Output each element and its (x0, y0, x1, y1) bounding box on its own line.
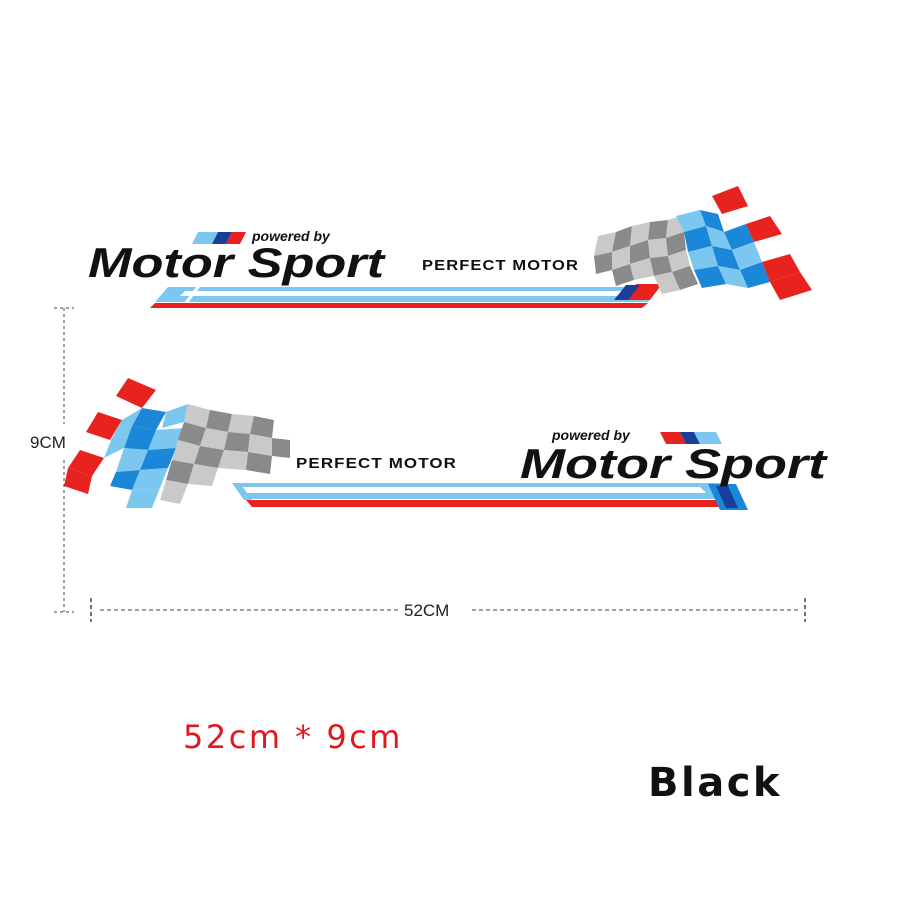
color-caption: Black (648, 760, 783, 806)
tagline-text: PERFECT MOTOR (422, 257, 579, 274)
height-label: 9CM (30, 433, 66, 452)
brand-text: Motor Sport (520, 440, 829, 487)
top-decal: powered by Motor Sport PERFECT MOTOR (88, 186, 812, 308)
bottom-stripes (232, 483, 748, 510)
height-dimension: 9CM (30, 307, 74, 613)
tagline-text: PERFECT MOTOR (296, 455, 457, 472)
width-label: 52CM (404, 601, 449, 620)
width-dimension: 52CM (90, 598, 806, 622)
powered-by-text: powered by (551, 427, 631, 443)
checkered-flag-icon (64, 378, 290, 508)
size-caption: 52cm * 9cm (183, 718, 403, 756)
powered-by-text: powered by (251, 228, 331, 244)
top-stripes (150, 284, 662, 308)
m-stripes-icon (660, 432, 722, 444)
bottom-decal: powered by Motor Sport PERFECT MOTOR (64, 378, 829, 510)
brand-text: Motor Sport (88, 239, 387, 286)
m-stripes-icon (192, 232, 246, 244)
checkered-flag-icon (594, 186, 812, 300)
